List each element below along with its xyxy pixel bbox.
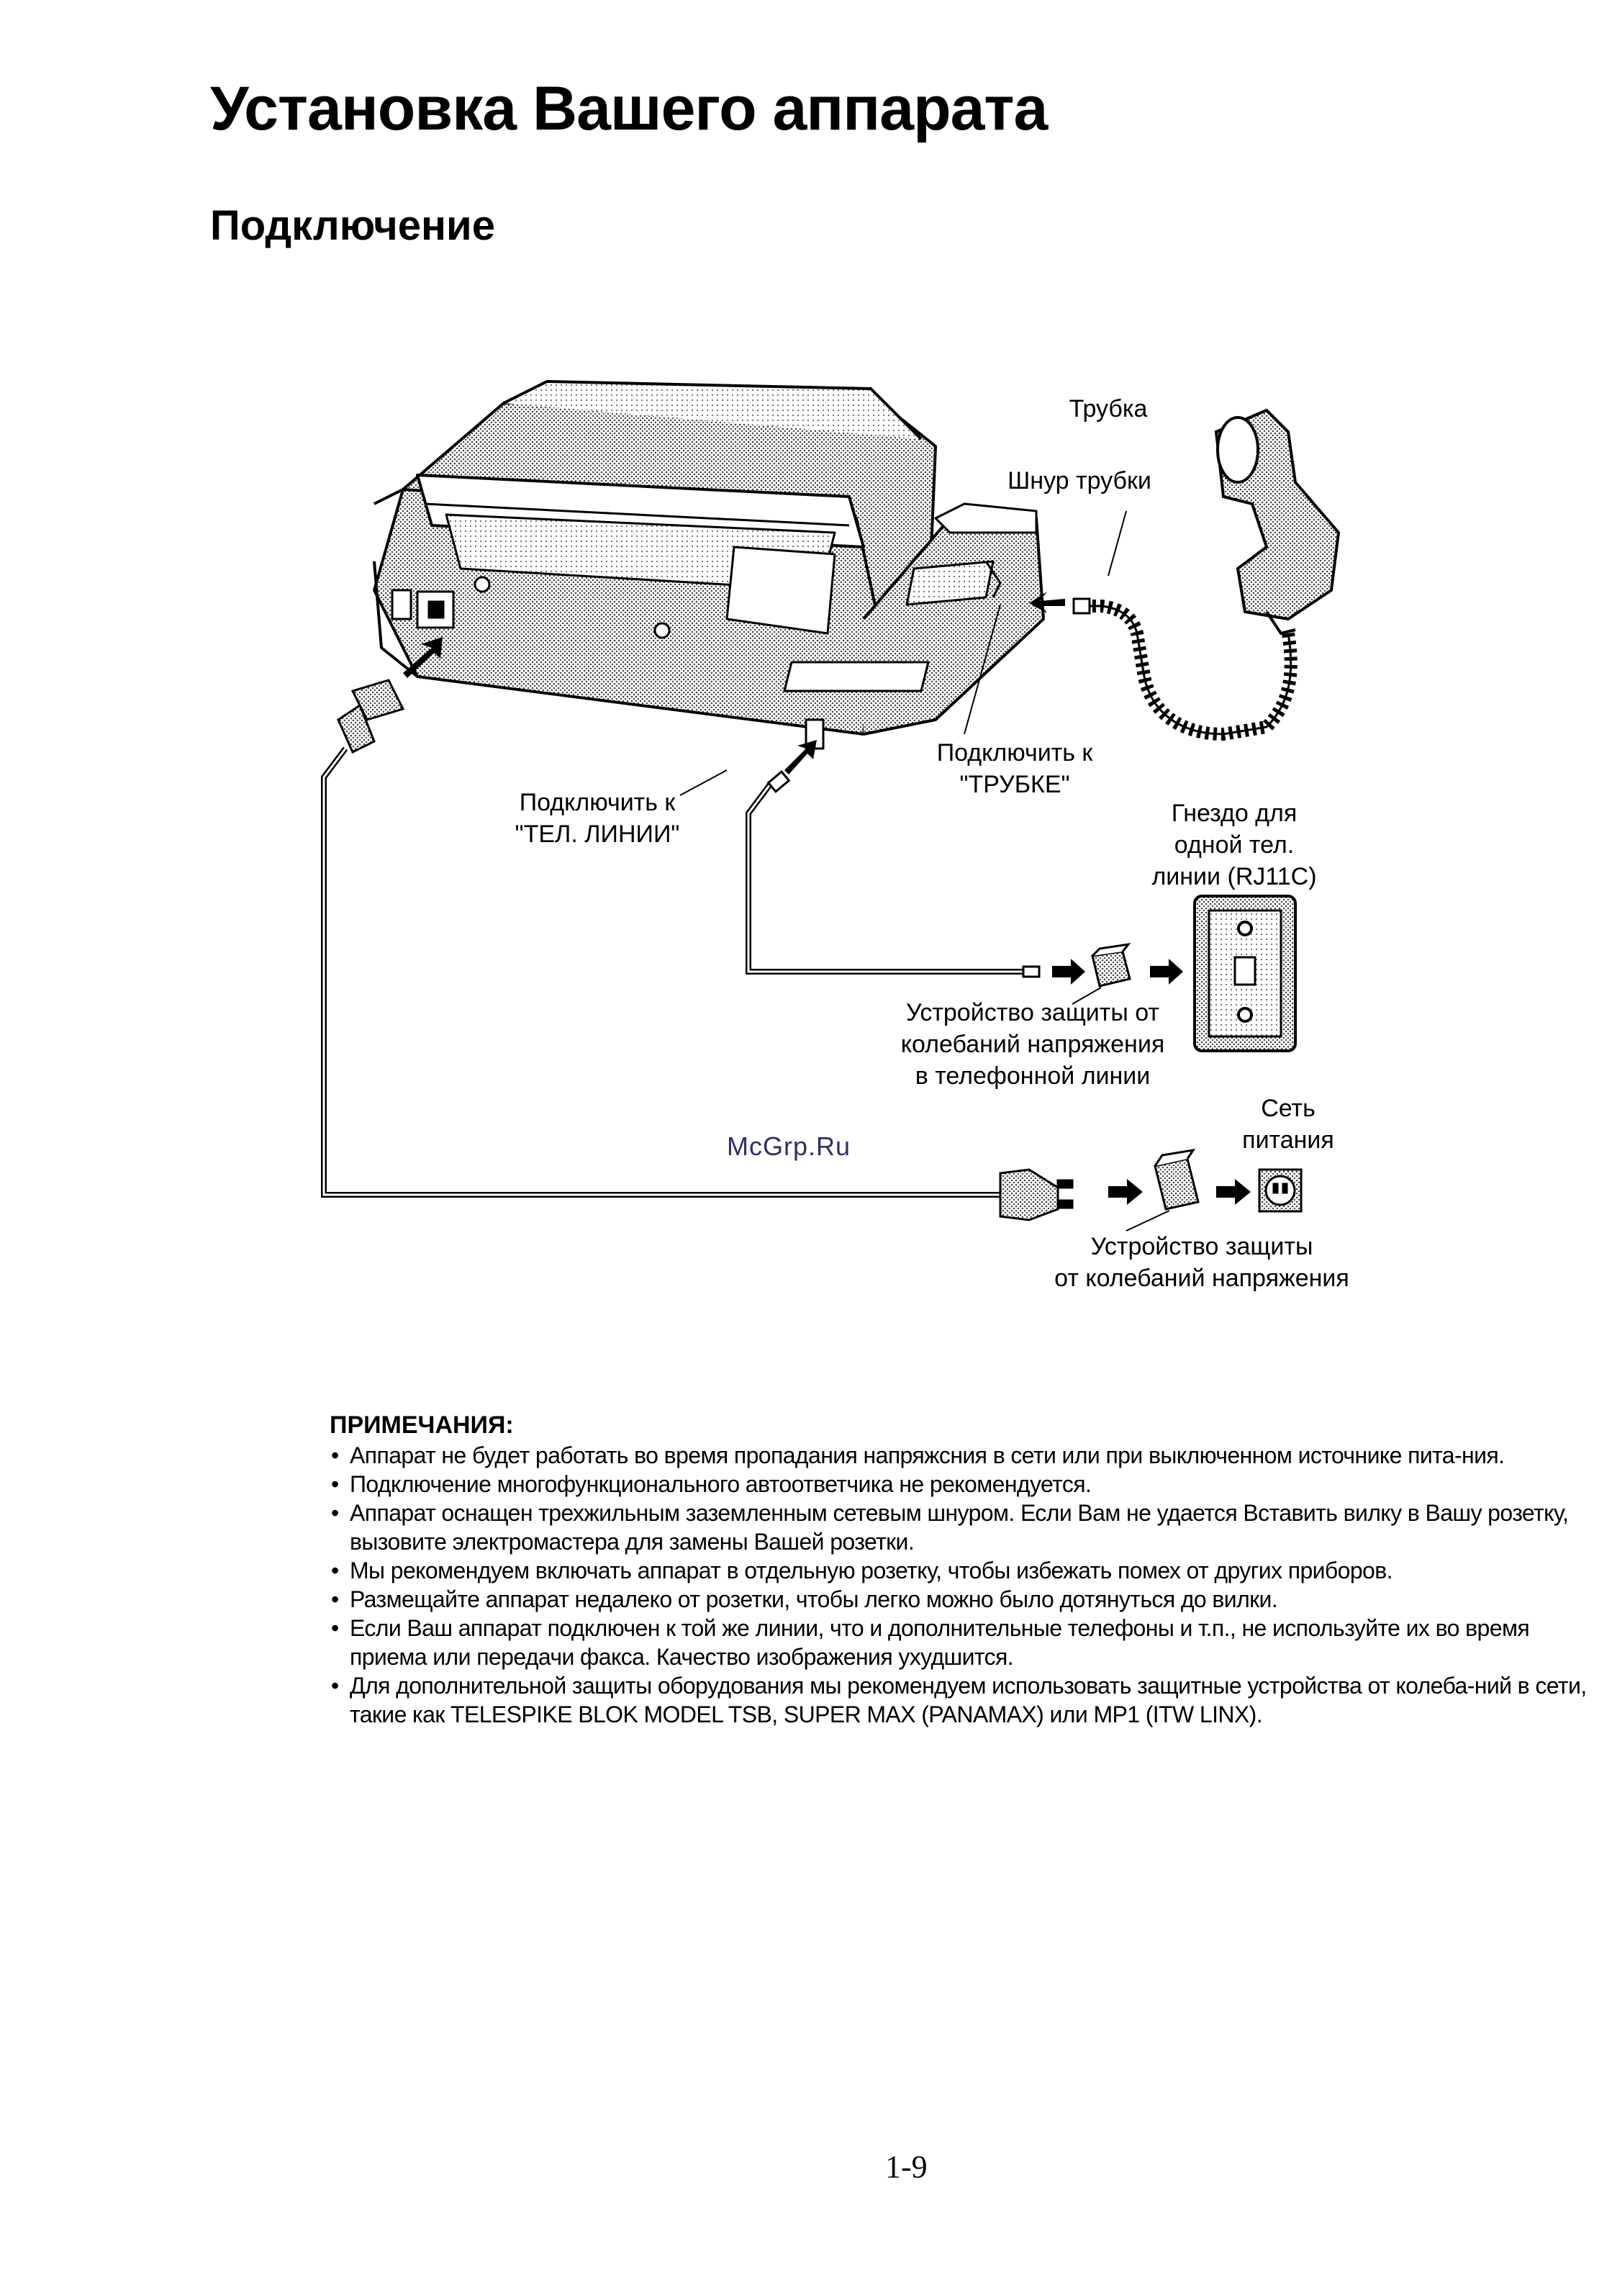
label-handset: Трубка — [1069, 395, 1148, 422]
arrow-icon — [784, 740, 817, 774]
arrow-icon — [1150, 959, 1183, 985]
label-line: Подключить к — [519, 789, 676, 816]
label-line-surge-protector: Устройство защиты от колебаний напряжени… — [889, 997, 1177, 1092]
ac-plug-icon — [999, 1168, 1074, 1221]
connection-diagram — [321, 380, 1341, 1231]
arrow-icon — [1216, 1179, 1251, 1205]
fax-machine — [373, 380, 1045, 750]
notes-list: Аппарат не будет работать во время пропа… — [330, 1441, 1596, 1729]
list-item: Аппарат оснащен трехжильным заземленным … — [330, 1499, 1596, 1556]
label-line: в телефонной линии — [915, 1062, 1151, 1090]
list-item: Размещайте аппарат недалеко от розетки, … — [330, 1585, 1596, 1614]
label-line: одной тел. — [1174, 831, 1295, 859]
page-number: 1-9 — [885, 2149, 928, 2184]
handset-icon — [1214, 408, 1341, 636]
label-wall-jack: Гнездо для одной тел. линии (RJ11C) — [1130, 797, 1339, 892]
list-item: Для дополнительной защиты оборудования м… — [330, 1671, 1596, 1729]
label-line: питания — [1242, 1126, 1334, 1154]
label-connect-handset: Подключить к "ТРУБКЕ" — [914, 737, 1115, 800]
power-plug-icon — [337, 679, 405, 754]
arrow-icon — [1052, 959, 1085, 985]
power-outlet-icon — [1258, 1168, 1303, 1213]
line-surge-protector-icon — [1091, 942, 1131, 987]
label-line: линии (RJ11C) — [1151, 863, 1317, 890]
arrow-icon — [403, 637, 443, 678]
label-connect-line: Подключить к "ТЕЛ. ЛИНИИ" — [497, 787, 698, 850]
label-line: "ТРУБКЕ" — [959, 771, 1070, 798]
label-line: Подключить к — [936, 739, 1093, 767]
label-power-surge-protector: Устройство защиты от колебаний напряжени… — [1036, 1231, 1367, 1294]
arrow-icon — [1029, 592, 1065, 613]
telephone-cord — [746, 782, 1029, 975]
handset-cord — [1087, 600, 1298, 741]
label-line: от колебаний напряжения — [1054, 1265, 1349, 1292]
notes: ПРИМЕЧАНИЯ: Аппарат не будет работать во… — [330, 1409, 1596, 1729]
page-title: Установка Вашего аппарата — [210, 74, 1048, 143]
arrow-icon — [1108, 1179, 1143, 1205]
label-power-outlet: Сеть питания — [1227, 1093, 1349, 1156]
watermark: McGrp.Ru — [727, 1131, 851, 1161]
list-item: Аппарат не будет работать во время пропа… — [330, 1441, 1596, 1470]
label-handset-cord: Шнур трубки — [1008, 467, 1151, 494]
list-item: Мы рекомендуем включать аппарат в отдель… — [330, 1556, 1596, 1585]
wall-jack-icon — [1193, 895, 1297, 1052]
list-item: Подключение многофункционального автоотв… — [330, 1470, 1596, 1499]
notes-heading: ПРИМЕЧАНИЯ: — [330, 1411, 514, 1439]
label-line: Устройство защиты — [1090, 1233, 1313, 1260]
power-surge-protector-icon — [1154, 1148, 1200, 1211]
label-line: колебаний напряжения — [900, 1031, 1165, 1058]
section-title: Подключение — [210, 202, 495, 249]
label-line: Устройство защиты от — [906, 999, 1159, 1026]
label-line: "ТЕЛ. ЛИНИИ" — [515, 821, 680, 848]
label-line: Сеть — [1261, 1095, 1316, 1122]
label-line: Гнездо для — [1171, 800, 1298, 827]
list-item: Если Ваш аппарат подключен к той же лини… — [330, 1614, 1596, 1671]
